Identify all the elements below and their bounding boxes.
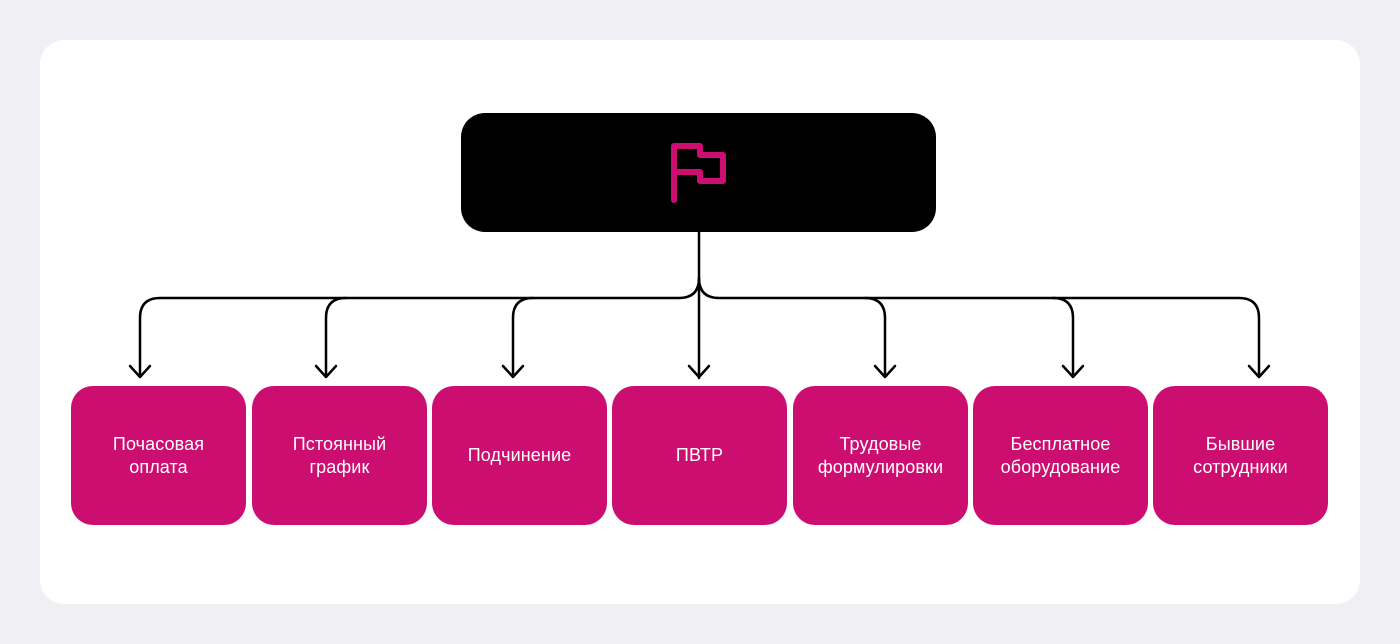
- leaf-label: Бесплатное оборудование: [1000, 433, 1121, 477]
- leaf-node: Бывшие сотрудники: [1153, 386, 1328, 525]
- leaf-label: Пстоянный график: [292, 433, 387, 477]
- leaf-node: ПВТР: [612, 386, 787, 525]
- leaf-node: Почасовая оплата: [71, 386, 246, 525]
- leaf-label: Почасовая оплата: [112, 433, 205, 477]
- leaf-label: Подчинение: [467, 445, 572, 465]
- leaf-node: Трудовые формулировки: [793, 386, 968, 525]
- flag-icon: [670, 142, 726, 203]
- leaf-node: Бесплатное оборудование: [973, 386, 1148, 525]
- root-node: [461, 113, 936, 232]
- leaf-label: Трудовые формулировки: [817, 433, 944, 477]
- leaf-node: Пстоянный график: [252, 386, 427, 525]
- leaf-label: Бывшие сотрудники: [1193, 433, 1288, 477]
- leaf-label: ПВТР: [675, 445, 724, 465]
- leaf-node: Подчинение: [432, 386, 607, 525]
